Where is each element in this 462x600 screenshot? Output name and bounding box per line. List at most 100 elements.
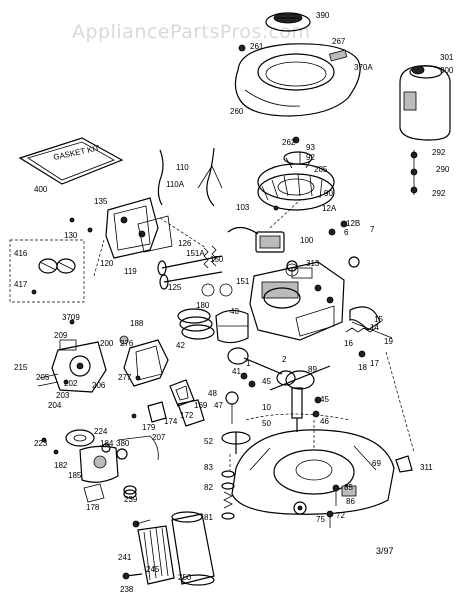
callout-262: 262 [282,138,296,147]
callout-215: 215 [14,363,28,372]
callout-126: 126 [178,239,192,248]
recoil-starter-390 [265,12,311,32]
callout-41: 41 [232,367,241,376]
callout-178: 178 [86,503,100,512]
governor-48 [225,391,239,424]
callout-69: 69 [372,459,381,468]
callout-103: 103 [236,203,250,212]
carburetor-200 [37,339,107,393]
valves-125 [157,255,223,290]
callout-285: 285 [314,165,328,174]
callout-400: 400 [34,185,48,194]
callout-89: 89 [308,365,317,374]
callout-2: 2 [282,355,287,364]
callout-42: 42 [176,341,185,350]
sump-gasket-50 [245,413,351,421]
callout-311: 311 [420,463,433,472]
callout-72: 72 [336,511,345,520]
rocker-cover-120 [105,197,159,259]
callout-292-top: 292 [432,148,446,157]
callout-7: 7 [370,225,375,234]
crankshaft-89 [269,365,331,432]
callout-45: 45 [262,377,271,386]
callout-6: 6 [344,228,349,237]
callout-86: 86 [346,497,355,506]
callout-300: 300 [440,66,454,75]
callout-174: 174 [164,417,178,426]
muffler-screws [410,150,418,195]
callout-10: 10 [262,403,271,412]
callout-120: 120 [100,259,114,268]
callout-416: 416 [14,249,28,258]
callout-1: 1 [246,359,251,368]
breather-15 [349,306,381,331]
screw-241 [132,519,151,528]
callout-207: 207 [152,433,166,442]
drain-plug-75 [293,501,307,515]
callout-238: 238 [120,585,134,594]
callout-261: 261 [250,42,264,51]
callout-204: 204 [48,401,62,410]
callout-250: 250 [178,573,192,582]
ignition-wires [157,147,223,207]
callout-19: 19 [384,337,393,346]
callout-119: 119 [124,267,137,276]
linkage-dashes [93,217,415,470]
callout-110: 110 [176,163,189,172]
callout-3709: 3709 [62,313,80,322]
primer-bulb-184 [79,443,128,483]
callout-150: 150 [210,255,224,264]
muffler-300 [399,65,451,141]
throttle-link-207 [117,435,159,461]
callout-85: 85 [344,483,353,492]
callout-45-right: 45 [320,395,329,404]
callout-209: 209 [54,331,68,340]
date-code: 3/97 [376,546,394,556]
callout-40: 40 [230,307,239,316]
piston-rings-42 [177,308,215,340]
callout-90: 90 [324,189,333,198]
intake-gasket-169 [169,379,195,407]
callout-12b: 12B [346,219,360,228]
callout-241: 241 [118,553,132,562]
callout-125: 125 [168,283,182,292]
callout-202: 202 [64,379,78,388]
callout-180: 180 [196,301,210,310]
callout-17: 17 [370,359,379,368]
callout-48: 48 [208,389,217,398]
hardware-bits [41,44,360,455]
callout-239: 239 [124,495,138,504]
gasket-119 [137,215,173,253]
air-cleaner-base-276 [119,335,169,387]
callout-179: 179 [142,423,156,432]
callout-100: 100 [300,236,314,245]
callout-172: 172 [180,411,194,420]
callout-276: 276 [120,339,134,348]
callout-205: 205 [36,373,50,382]
ignition-armature [227,199,301,253]
blower-housing-260 [234,43,361,117]
governor-linkage [345,321,393,358]
callout-46: 46 [320,417,329,426]
callout-200: 200 [100,339,114,348]
callout-301: 301 [440,53,454,62]
callout-130: 130 [64,231,78,240]
air-filter-element-245 [137,525,175,585]
callout-277: 277 [118,373,132,382]
callout-223: 223 [34,439,48,448]
callout-151: 151 [236,277,250,286]
callout-18: 18 [358,363,367,372]
callout-188: 188 [130,319,144,328]
oil-fill-parts [221,470,235,520]
callout-182: 182 [54,461,68,470]
callout-169: 169 [194,401,208,410]
callout-83: 83 [204,463,213,472]
callout-135: 135 [94,197,108,206]
callout-245: 245 [146,565,160,574]
gasket-kit-envelope: GASKET KIT [18,137,124,185]
gasket-kit-text: GASKET KIT [53,143,101,162]
repair-kit-box [9,239,85,303]
sump-69 [231,429,395,515]
piston-40 [215,309,249,344]
